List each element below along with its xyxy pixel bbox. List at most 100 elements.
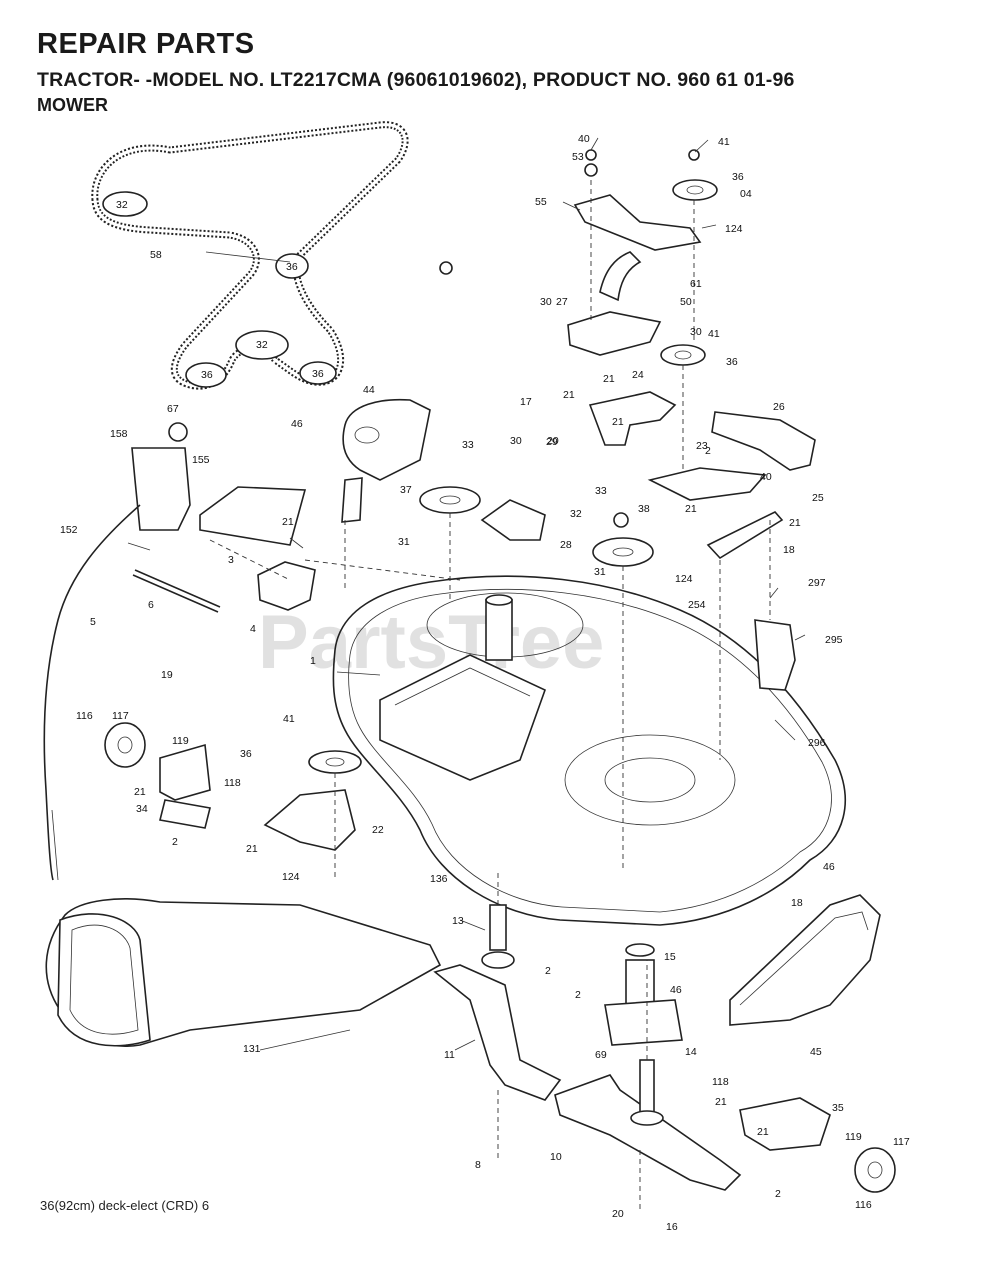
part-label-41: 41 xyxy=(718,136,730,148)
part-label-33: 33 xyxy=(462,439,474,451)
part-label-30: 30 xyxy=(540,296,552,308)
part-label-36: 36 xyxy=(201,369,213,381)
deflector xyxy=(729,894,881,1026)
part-label-46: 46 xyxy=(823,861,835,873)
left-brackets xyxy=(131,398,431,613)
part-label-119: 119 xyxy=(172,735,189,747)
part-label-6: 6 xyxy=(148,599,154,611)
part-label-11: 11 xyxy=(444,1049,455,1061)
part-label-40: 40 xyxy=(760,471,772,483)
spindle-tube xyxy=(485,599,513,661)
part-label-69: 69 xyxy=(595,1049,607,1061)
page-title: REPAIR PARTS xyxy=(37,28,255,60)
pulley-shape xyxy=(235,330,289,360)
part-label-10: 10 xyxy=(550,1151,562,1163)
pulley-bracket-22 xyxy=(263,750,362,851)
part-label-19: 19 xyxy=(161,669,173,681)
footer-caption: 36(92cm) deck-elect (CRD) 6 xyxy=(40,1198,210,1213)
part-label-17: 17 xyxy=(520,396,532,408)
part-label-3: 3 xyxy=(228,554,234,566)
part-label-21: 21 xyxy=(282,516,294,528)
part-label-36: 36 xyxy=(726,356,738,368)
part-label-2: 2 xyxy=(172,836,178,848)
part-label-46: 46 xyxy=(291,418,303,430)
part-label-58: 58 xyxy=(150,249,162,261)
part-label-116: 116 xyxy=(855,1199,872,1211)
part-label-21: 21 xyxy=(563,389,575,401)
part-label-21: 21 xyxy=(612,416,624,428)
part-label-297: 297 xyxy=(808,577,826,589)
part-label-21: 21 xyxy=(685,503,697,515)
part-label-20: 20 xyxy=(547,435,559,447)
part-label-35: 35 xyxy=(832,1102,844,1114)
part-label-22: 22 xyxy=(372,824,384,836)
part-label-15: 15 xyxy=(664,951,676,963)
pulley-shape xyxy=(275,253,309,279)
part-label-117: 117 xyxy=(112,710,129,722)
part-label-32: 32 xyxy=(116,199,128,211)
part-label-27: 27 xyxy=(556,296,568,308)
part-label-116: 116 xyxy=(76,710,93,722)
part-label-4: 4 xyxy=(250,623,256,635)
part-label-131: 131 xyxy=(243,1043,261,1055)
part-label-21: 21 xyxy=(757,1126,769,1138)
part-label-21: 21 xyxy=(715,1096,727,1108)
part-label-30: 30 xyxy=(510,435,522,447)
part-label-16: 16 xyxy=(666,1221,678,1233)
part-label-136: 136 xyxy=(430,873,448,885)
part-label-31: 31 xyxy=(594,566,606,578)
part-label-38: 38 xyxy=(638,503,650,515)
part-label-36: 36 xyxy=(312,368,324,380)
pulley-shape xyxy=(185,362,227,388)
part-label-55: 55 xyxy=(535,196,547,208)
part-label-20: 20 xyxy=(612,1208,624,1220)
part-label-50: 50 xyxy=(680,296,692,308)
part-label-34: 34 xyxy=(136,803,148,815)
part-label-21: 21 xyxy=(246,843,258,855)
part-label-2: 2 xyxy=(705,445,711,457)
part-label-8: 8 xyxy=(475,1159,481,1171)
part-label-18: 18 xyxy=(791,897,803,909)
deck-chute-cover xyxy=(379,654,546,781)
part-label-21: 21 xyxy=(134,786,146,798)
knob-shape xyxy=(168,422,188,442)
discharge-chute xyxy=(45,898,442,1047)
part-label-36: 36 xyxy=(732,171,744,183)
pulley-shape xyxy=(102,191,148,217)
leader-lines xyxy=(127,137,806,1051)
section-subtitle: MOWER xyxy=(37,95,108,115)
bracket-295 xyxy=(754,619,796,691)
part-label-21: 21 xyxy=(789,517,801,529)
part-label-18: 18 xyxy=(783,544,795,556)
part-label-67: 67 xyxy=(167,403,179,415)
part-label-296: 296 xyxy=(808,737,826,749)
blades-and-spindles xyxy=(433,904,742,1191)
part-label-25: 25 xyxy=(812,492,824,504)
mower-belt xyxy=(91,121,409,390)
part-label-40: 40 xyxy=(578,133,590,145)
model-line: TRACTOR- -MODEL NO. LT2217CMA (960610196… xyxy=(37,69,795,91)
control-cable xyxy=(43,504,141,881)
part-label-33: 33 xyxy=(595,485,607,497)
part-label-37: 37 xyxy=(400,484,412,496)
part-label-04: 04 xyxy=(740,188,752,200)
part-label-61: 61 xyxy=(690,278,702,290)
gauge-wheel-left xyxy=(104,722,211,829)
part-label-36: 36 xyxy=(286,261,298,273)
assembly-lines xyxy=(209,180,771,1210)
part-label-41: 41 xyxy=(708,328,720,340)
part-label-36: 36 xyxy=(240,748,252,760)
part-label-29: 29 xyxy=(546,436,558,448)
part-label-118: 118 xyxy=(224,777,241,789)
gauge-wheel-right xyxy=(739,1097,896,1193)
part-label-46: 46 xyxy=(670,984,682,996)
watermark: PartsTree xyxy=(258,600,604,685)
part-label-152: 152 xyxy=(60,524,78,536)
part-label-2: 2 xyxy=(775,1188,781,1200)
part-label-295: 295 xyxy=(825,634,843,646)
idler-brackets xyxy=(567,149,816,560)
part-label-118: 118 xyxy=(712,1076,729,1088)
part-label-155: 155 xyxy=(192,454,210,466)
part-label-117: 117 xyxy=(893,1136,910,1148)
